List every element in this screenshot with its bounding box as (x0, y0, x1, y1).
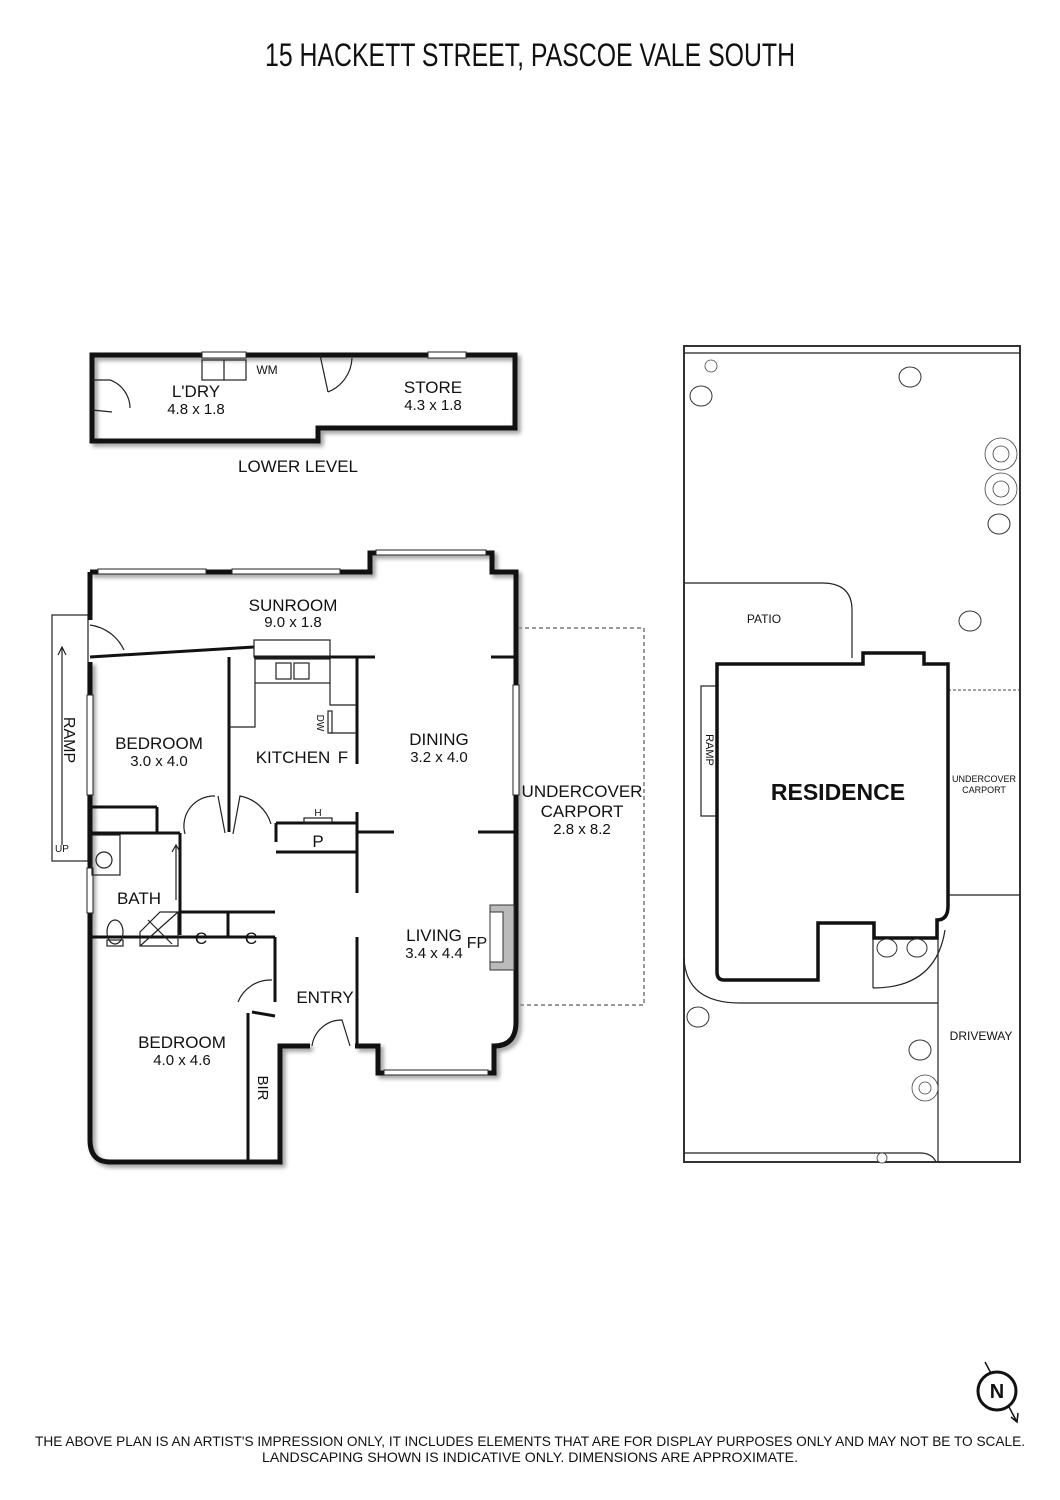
room-label-entry: ENTRY (296, 988, 353, 1007)
room-dims-living: 3.4 x 4.4 (405, 945, 463, 962)
disclaimer-line-1: THE ABOVE PLAN IS AN ARTIST'S IMPRESSION… (35, 1433, 1025, 1449)
dishwasher-label: DW (314, 715, 325, 732)
disclaimer-line-2: LANDSCAPING SHOWN IS INDICATIVE ONLY. DI… (262, 1449, 798, 1465)
residence-footprint (715, 651, 950, 982)
site-carport-label-2: CARPORT (962, 785, 1006, 795)
room-label-sunroom: SUNROOM (249, 596, 338, 615)
cupboard-label-2: C (245, 929, 257, 948)
site-carport-label-1: UNDERCOVER (952, 774, 1017, 784)
carport-outline (517, 627, 645, 1006)
room-dims-bedroom-1: 3.0 x 4.0 (130, 753, 188, 770)
room-label-store: STORE (404, 378, 462, 397)
room-label-kitchen: KITCHEN (256, 748, 331, 767)
hot-water-label: H (314, 808, 321, 819)
cupboard-label-1: C (195, 929, 207, 948)
driveway-label: DRIVEWAY (950, 1029, 1013, 1043)
room-dims-bedroom-2: 4.0 x 4.6 (153, 1052, 211, 1069)
residence-label: RESIDENCE (771, 779, 905, 805)
shrubs (686, 366, 1011, 1061)
patio-label: PATIO (747, 612, 781, 626)
room-dims-laundry: 4.8 x 1.8 (167, 401, 225, 418)
fridge-label: F (338, 748, 348, 767)
room-label-bedroom-2: BEDROOM (138, 1033, 226, 1052)
lower-level-label: LOWER LEVEL (238, 457, 358, 476)
bir-label: BIR (254, 1075, 271, 1100)
ramp-label: RAMP (60, 717, 77, 763)
fireplace-label: FP (467, 935, 487, 952)
room-dims-store: 4.3 x 1.8 (404, 397, 462, 414)
site-ramp-label: RAMP (703, 734, 715, 766)
site-plan: RAMP RESIDENCE PATIO UNDERCOVER CARPORT … (683, 345, 1021, 1164)
main-level-plan: RAMP UP D (51, 549, 645, 1165)
washing-machine-label: WM (256, 363, 277, 377)
compass-north-label: N (990, 1381, 1004, 1403)
room-dims-carport: 2.8 x 8.2 (553, 821, 611, 838)
trees (704, 359, 1018, 1164)
room-label-bedroom-1: BEDROOM (115, 734, 203, 753)
room-dims-sunroom: 9.0 x 1.8 (264, 614, 322, 631)
north-compass: N (976, 1361, 1019, 1424)
room-label-living: LIVING (406, 926, 462, 945)
room-label-bath: BATH (117, 889, 161, 908)
lower-level-plan: WM L'DRY 4.8 x 1.8 STORE 4.3 x 1.8 LOWER… (89, 351, 518, 476)
room-label-carport-2: CARPORT (541, 802, 624, 821)
plan-title: 15 HACKETT STREET, PASCOE VALE SOUTH (265, 37, 795, 73)
pantry-label: P (312, 832, 323, 851)
room-label-carport: UNDERCOVER (522, 782, 643, 801)
ramp-up-label: UP (55, 844, 69, 855)
room-label-laundry: L'DRY (172, 382, 220, 401)
room-label-dining: DINING (409, 730, 469, 749)
room-dims-dining: 3.2 x 4.0 (410, 749, 468, 766)
